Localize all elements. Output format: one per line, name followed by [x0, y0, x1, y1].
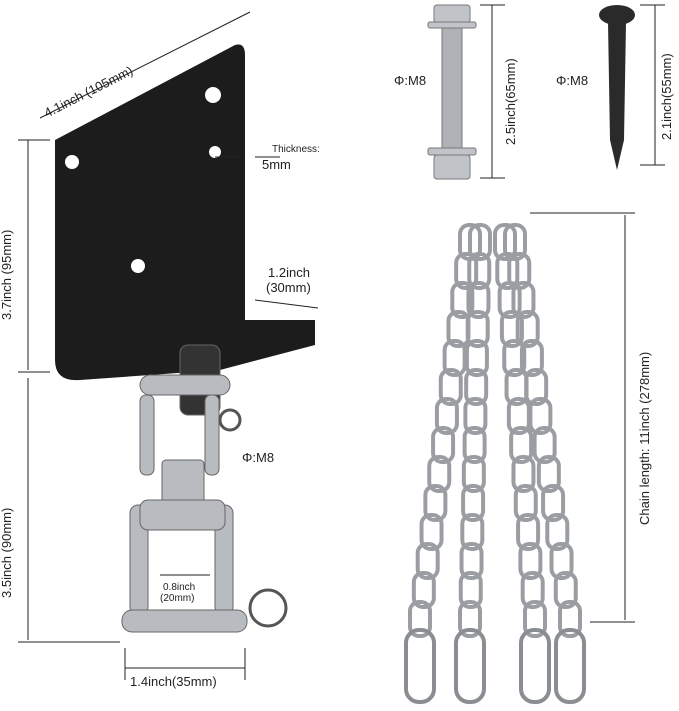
chain-link [502, 339, 527, 377]
chain-link [553, 571, 578, 609]
screw-length-label: 2.1inch(55mm) [659, 53, 674, 140]
chain-link [450, 281, 475, 319]
bolt-length-label: 2.5inch(65mm) [503, 58, 518, 145]
chain-link [462, 426, 487, 464]
chain-link [419, 513, 444, 551]
chain-link [519, 339, 544, 377]
ledge-depth-label-2: (30mm) [266, 280, 311, 295]
chain-link [516, 513, 541, 551]
chain-link [558, 600, 582, 638]
chain-link [523, 600, 547, 638]
chain-link [503, 223, 527, 261]
chain-link [465, 310, 490, 348]
carabiner [404, 628, 436, 704]
chain-link [464, 339, 489, 377]
ledge-depth-label-1: 1.2inch [268, 265, 310, 280]
carabiner [519, 628, 551, 704]
chain-link [458, 600, 482, 638]
chain-link [518, 542, 543, 580]
shackle-gap-label-1: 0.8inch [163, 582, 196, 593]
chain-link [431, 426, 456, 464]
chain-link [408, 600, 432, 638]
chain-link [460, 513, 485, 551]
thickness-title: Thickness: [272, 144, 320, 155]
chain-link [499, 310, 524, 348]
chain-link [438, 368, 463, 406]
chain-link [507, 252, 532, 290]
chain-link [464, 368, 489, 406]
chain-link [545, 513, 570, 551]
chain-length-label: Chain length: 11inch (278mm) [637, 351, 652, 525]
bolt-diameter-label: Φ:M8 [394, 73, 427, 88]
chain-link [427, 455, 452, 493]
chain-link [524, 368, 549, 406]
mounting-plate [55, 44, 315, 381]
chain-link [466, 281, 491, 319]
bolt [427, 4, 477, 180]
wood-screw [599, 5, 635, 170]
chain-link [442, 339, 467, 377]
chain-link [434, 397, 459, 435]
chain-link [415, 542, 440, 580]
carabiner [554, 628, 586, 704]
swivel-length-label: 3.5inch (90mm) [0, 507, 14, 598]
chain-link [458, 571, 483, 609]
chain-link [520, 571, 545, 609]
screw-diameter-label: Φ:M8 [556, 73, 589, 88]
chain-link [511, 281, 536, 319]
chain-link [515, 310, 540, 348]
shackle-width-label: 1.4inch(35mm) [130, 674, 217, 689]
chain-link [467, 252, 492, 290]
chain-link [513, 484, 538, 522]
carabiner [454, 628, 486, 704]
chain-link [509, 426, 534, 464]
chain-link [528, 397, 553, 435]
chain-link [461, 484, 486, 522]
chains [404, 223, 586, 704]
shackle-gap-label-2: (20mm) [160, 593, 195, 604]
chain-link [541, 484, 566, 522]
dimension-lines [18, 4, 665, 680]
chain-link [459, 542, 484, 580]
chain-link [411, 571, 436, 609]
chain-link [468, 223, 492, 261]
chain-link [549, 542, 574, 580]
plate-height-label: 3.7inch (95mm) [0, 229, 14, 320]
chain-link [463, 397, 488, 435]
chain-link [454, 252, 479, 290]
chain-link [493, 223, 517, 261]
chain-link [423, 484, 448, 522]
swivel-diameter-label: Φ:M8 [242, 450, 275, 465]
thickness-value: 5mm [262, 157, 291, 172]
chain-link [536, 455, 561, 493]
chain-link [461, 455, 486, 493]
swivel-hook [121, 344, 288, 633]
chain-link [532, 426, 557, 464]
chain-link [511, 455, 536, 493]
